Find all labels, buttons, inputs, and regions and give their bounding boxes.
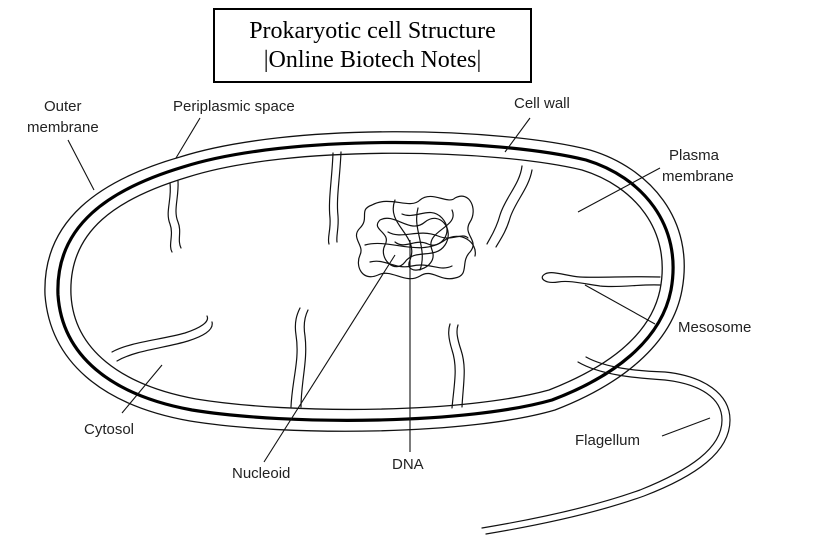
label-periplasmic-space: Periplasmic space bbox=[173, 98, 295, 115]
flagellum bbox=[481, 356, 731, 535]
label-nucleoid: Nucleoid bbox=[232, 465, 290, 482]
leader-plasma-membrane bbox=[577, 167, 661, 213]
nucleoid-dna-tangle bbox=[355, 195, 476, 280]
leader-nucleoid bbox=[263, 254, 396, 463]
leader-outer-membrane bbox=[67, 139, 95, 191]
label-dna: DNA bbox=[392, 456, 424, 473]
leader-cell-wall bbox=[504, 117, 531, 153]
title-box: Prokaryotic cell Structure |Online Biote… bbox=[213, 8, 532, 83]
leader-periplasmic-space bbox=[175, 117, 201, 159]
membrane-fold-2 bbox=[327, 151, 342, 245]
membrane-fold-1 bbox=[167, 180, 182, 253]
label-flagellum: Flagellum bbox=[575, 432, 640, 449]
mesosome bbox=[541, 272, 661, 288]
membrane-fold-3 bbox=[486, 165, 533, 248]
leader-cytosol bbox=[121, 364, 163, 414]
title-line-2: |Online Biotech Notes| bbox=[263, 47, 482, 73]
label-mesosome: Mesosome bbox=[678, 319, 751, 336]
label-cytosol: Cytosol bbox=[84, 421, 134, 438]
leader-mesosome bbox=[584, 284, 656, 325]
leader-flagellum bbox=[661, 417, 711, 437]
label-outer-membrane-2: membrane bbox=[27, 119, 99, 136]
label-cell-wall: Cell wall bbox=[514, 95, 570, 112]
outer-membrane bbox=[44, 131, 685, 432]
cell-wall bbox=[56, 140, 675, 422]
label-outer-membrane-1: Outer bbox=[44, 98, 82, 115]
label-plasma-membrane-2: membrane bbox=[662, 168, 734, 185]
membrane-fold-4 bbox=[111, 315, 213, 362]
label-plasma-membrane-1: Plasma bbox=[669, 147, 720, 164]
title-line-1: Prokaryotic cell Structure bbox=[249, 18, 496, 44]
membrane-fold-6 bbox=[448, 323, 465, 409]
plasma-membrane bbox=[70, 152, 663, 411]
membrane-fold-5 bbox=[290, 307, 309, 408]
